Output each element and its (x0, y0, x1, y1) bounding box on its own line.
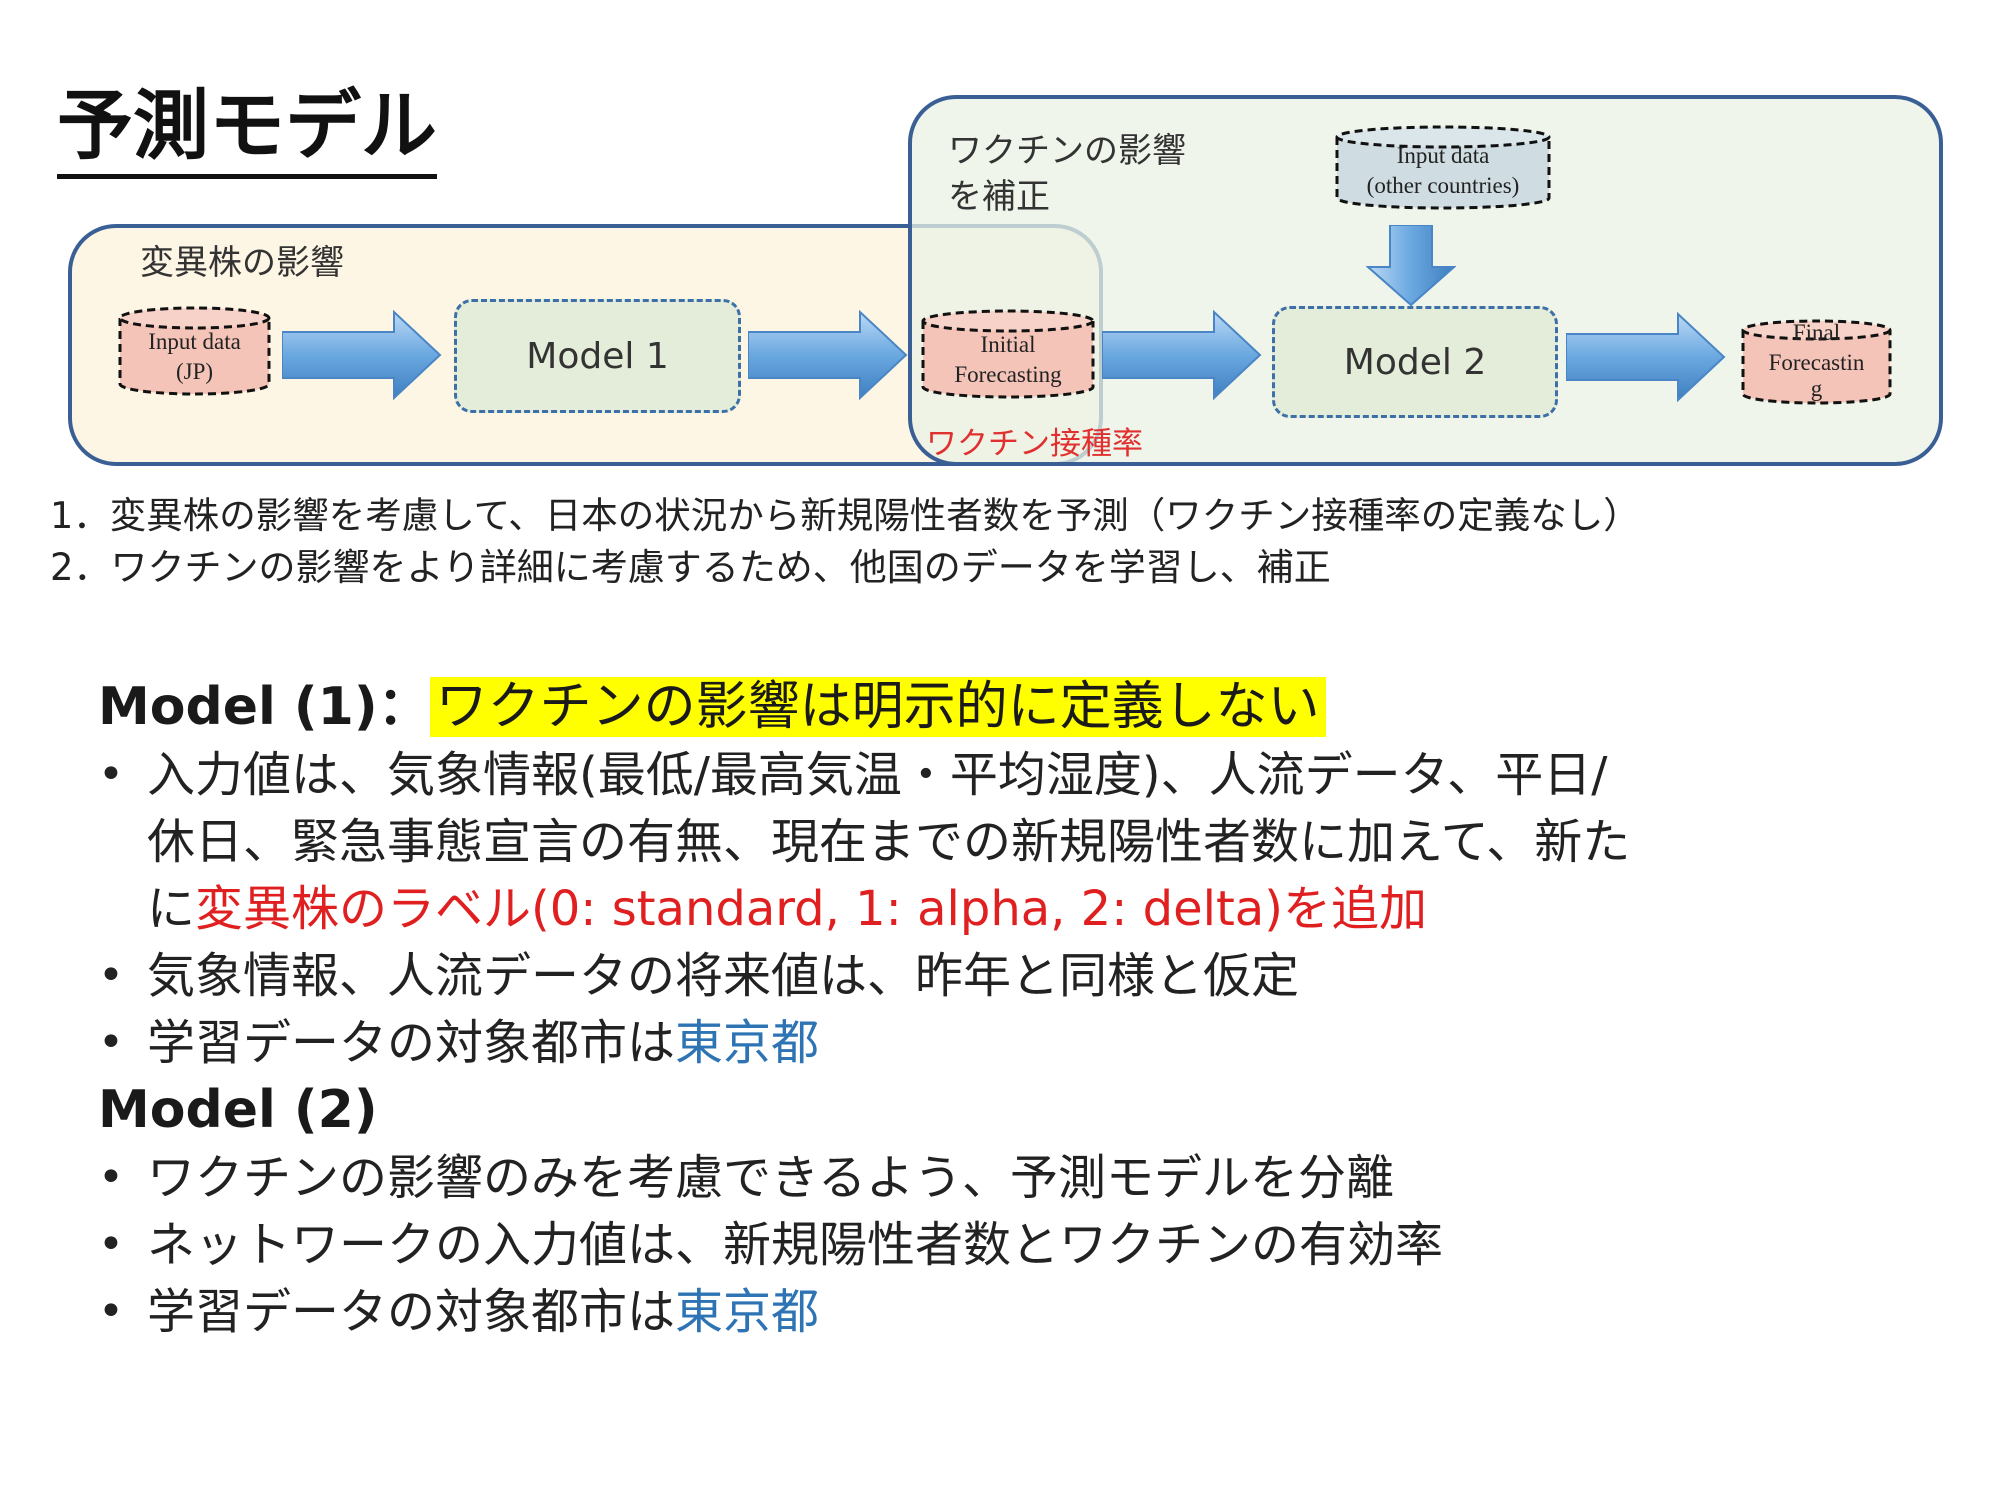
model-2-bullet-3: 学習データの対象都市は東京都 (147, 1279, 819, 1345)
input-data-other-countries-cylinder: Input data (other countries) (1334, 125, 1552, 210)
model-1-label: Model 1 (526, 335, 669, 377)
arrow-right-icon (748, 310, 908, 400)
model-2-bullet-2: ネットワークの入力値は、新規陽性者数とワクチンの有効率 (147, 1217, 1444, 1273)
arrow-right-icon (1102, 310, 1262, 400)
variant-label-text: 変異株のラベル(0: standard, 1: alpha, 2: delta)… (195, 881, 1427, 937)
input-jp-line2: (JP) (175, 359, 214, 384)
input-jp-line1: Input data (148, 329, 241, 354)
model-2-label: Model 2 (1343, 341, 1487, 383)
model-1-bullet-3-prefix: 学習データの対象都市は (147, 1015, 676, 1071)
model-1-bullet-2: 気象情報、人流データの将来値は、昨年と同様と仮定 (147, 948, 1300, 1004)
model-1-bullet-1-line-3: に変異株のラベル(0: standard, 1: alpha, 2: delta… (147, 876, 1427, 942)
model-2-box: Model 2 (1272, 306, 1558, 418)
input-other-line1: Input data (1396, 143, 1490, 168)
model-2-bullet-3-prefix: 学習データの対象都市は (147, 1284, 676, 1340)
bullet-icon: • (98, 1286, 124, 1337)
step-2-text: 2．ワクチンの影響をより詳細に考慮するため、他国のデータを学習し、補正 (50, 546, 1331, 589)
bullet-icon: • (98, 1152, 124, 1203)
step-1-text: 1．変異株の影響を考慮して、日本の状況から新規陽性者数を予測（ワクチン接種率の定… (50, 494, 1640, 537)
final-forecasting-cylinder: Final Forecastin g (1740, 318, 1893, 406)
bullet-icon: • (98, 749, 124, 800)
model-1-heading-highlight: ワクチンの影響は明示的に定義しない (429, 677, 1326, 737)
bullet-icon: • (98, 1017, 124, 1068)
bullet-icon: • (98, 1219, 124, 1270)
model-1-heading-text: Model (1)： (98, 677, 430, 737)
vaccine-group-label-line2: を補正 (948, 177, 1050, 217)
vaccine-rate-caption: ワクチン接種率 (926, 426, 1143, 462)
model-1-bullet-1-line-1: 入力値は、気象情報(最低/最高気温・平均湿度)、人流データ、平日/ (147, 747, 1608, 803)
initial-line2: Forecasting (954, 362, 1062, 387)
vaccine-group-label-line1: ワクチンの影響 (948, 131, 1186, 171)
model-1-bullet-1-line-2: 休日、緊急事態宣言の有無、現在までの新規陽性者数に加えて、新た (147, 814, 1631, 870)
model-1-bullet-3: 学習データの対象都市は東京都 (147, 1010, 819, 1076)
tokyo-text: 東京都 (675, 1015, 820, 1071)
model-1-heading: Model (1)：ワクチンの影響は明示的に定義しない (98, 674, 1326, 740)
page-title: 予測モデル (57, 78, 437, 179)
input-data-jp-cylinder: Input data (JP) (117, 305, 272, 397)
initial-forecasting-cylinder: Initial Forecasting (920, 308, 1096, 400)
model-2-heading: Model (2) (98, 1080, 378, 1140)
arrow-down-icon (1366, 225, 1456, 307)
final-line1: Final (1792, 320, 1841, 345)
bullet-icon: • (98, 950, 124, 1001)
final-line3: g (1810, 376, 1823, 401)
model-1-bullet-1-line-3-prefix: に (147, 881, 196, 937)
initial-line1: Initial (980, 332, 1036, 357)
final-line2: Forecastin (1768, 350, 1865, 375)
variant-group-label: 変異株の影響 (140, 243, 344, 283)
input-other-line2: (other countries) (1366, 173, 1520, 198)
arrow-right-icon (282, 310, 442, 400)
model-2-bullet-1: ワクチンの影響のみを考慮できるよう、予測モデルを分離 (147, 1150, 1395, 1206)
arrow-right-icon (1566, 312, 1726, 402)
model-1-box: Model 1 (454, 299, 741, 413)
tokyo-text: 東京都 (675, 1284, 820, 1340)
